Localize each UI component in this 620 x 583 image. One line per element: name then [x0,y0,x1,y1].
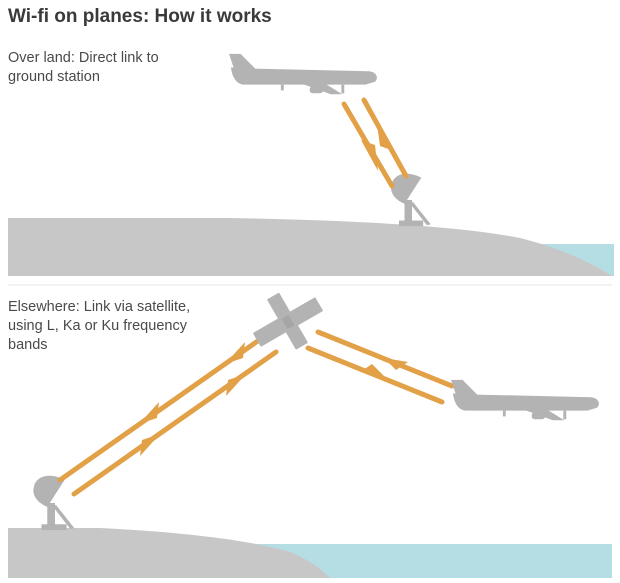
bottom-scene [8,292,612,578]
signal-arrowheads-satellite-plane [360,358,408,376]
over-land-caption-line-2: ground station [8,69,100,85]
signal-arrowheads-top [361,124,394,171]
plane-uplink-arrowhead [384,358,408,370]
plane-downlink-arrowhead [360,364,384,376]
downlink-arrowhead [361,140,378,171]
ground-uplink-arrowhead-1 [139,402,159,424]
uplink-arrowhead [377,124,394,151]
signal-arrowheads-ground-satellite [139,342,246,456]
satellite-dish-icon [391,173,431,227]
satellite-caption-line-1: Elsewhere: Link via satellite, [8,299,191,315]
ground-uplink-arrowhead-2 [225,342,245,364]
signal-arrows-satellite-plane [305,329,455,405]
over-land-caption: Over land: Direct link to ground station [8,49,159,87]
ground-dish-icon [33,475,75,531]
satellite-caption: Elsewhere: Link via satellite, using L, … [8,298,190,355]
land-top [8,218,612,276]
ground-downlink-arrowhead-1 [140,434,160,456]
ground-downlink-beam [71,349,279,497]
land-bottom [8,528,330,578]
airplane-icon [229,53,377,95]
over-land-caption-line-1: Over land: Direct link to [8,50,159,66]
signal-arrows-top [341,97,409,189]
plane-downlink-beam [305,345,445,405]
airplane-icon-bottom [451,379,599,421]
satellite-icon [253,292,323,350]
satellite-caption-line-2: using L, Ka or Ku frequency [8,318,187,334]
ground-downlink-arrowhead-2 [226,374,246,396]
satellite-caption-line-3: bands [8,337,48,353]
diagram-title: Wi-fi on planes: How it works [8,6,272,27]
top-scene [8,53,614,276]
signal-arrows-ground-satellite [57,335,279,497]
